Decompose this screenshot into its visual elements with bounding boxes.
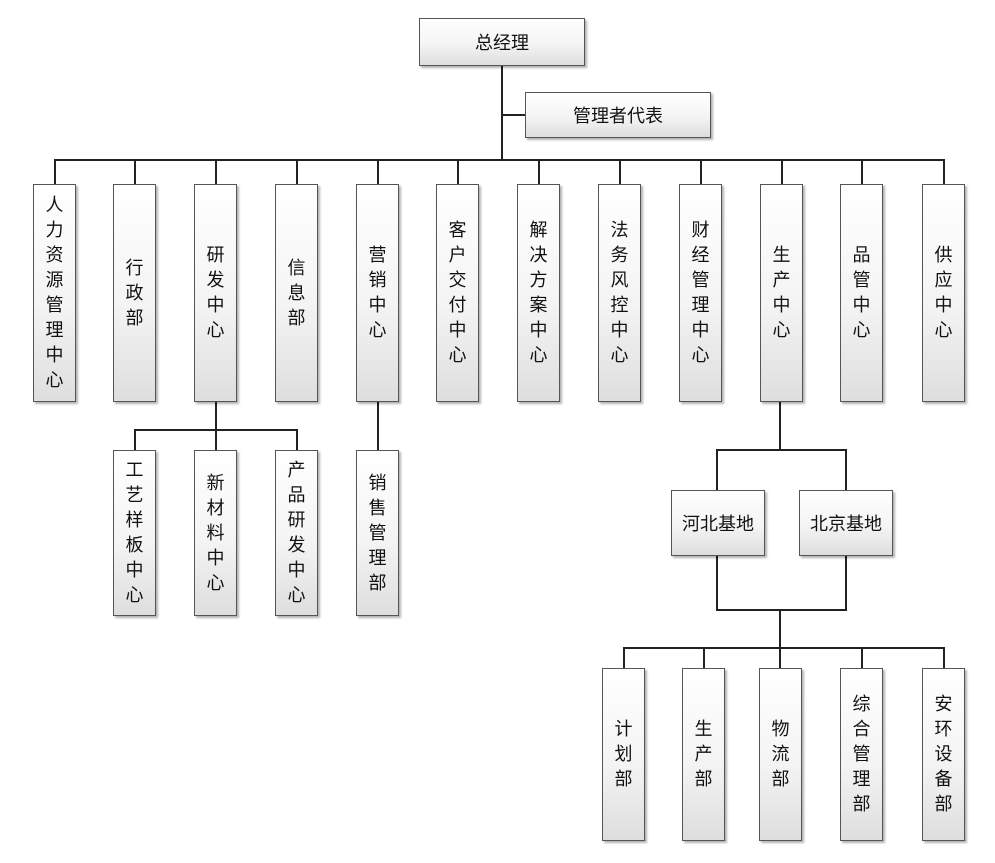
node-dept-marketing: 营销中心 <box>356 184 399 402</box>
node-unit-safety-env: 安环设备部 <box>922 668 965 841</box>
connector <box>296 160 298 184</box>
connector <box>781 160 783 184</box>
node-label: 生产部 <box>694 719 713 790</box>
connector <box>377 402 379 450</box>
connector <box>215 430 217 450</box>
connector <box>716 556 718 610</box>
connector <box>623 647 945 649</box>
connector <box>134 430 136 450</box>
node-label: 产品研发中心 <box>287 460 306 606</box>
node-dept-production: 生产中心 <box>760 184 803 402</box>
connector <box>54 160 56 184</box>
node-label: 解决方案中心 <box>529 220 548 366</box>
node-dept-hr: 人力资源管理中心 <box>33 184 76 402</box>
node-label: 财经管理中心 <box>691 220 710 366</box>
node-label: 综合管理部 <box>852 694 871 815</box>
node-unit-general-admin: 综合管理部 <box>840 668 883 841</box>
connector <box>716 449 847 451</box>
connector <box>779 610 781 648</box>
node-dept-delivery: 客户交付中心 <box>436 184 479 402</box>
connector <box>134 160 136 184</box>
connector <box>215 402 217 430</box>
node-label: 品管中心 <box>852 245 871 341</box>
connector <box>54 159 945 161</box>
node-label: 信息部 <box>287 257 306 329</box>
connector <box>501 66 503 160</box>
node-dept-rd: 研发中心 <box>194 184 237 402</box>
node-label: 营销中心 <box>368 245 387 341</box>
node-dept-quality: 品管中心 <box>840 184 883 402</box>
node-label: 行政部 <box>125 257 144 329</box>
node-rd-product: 产品研发中心 <box>275 450 318 616</box>
connector <box>215 160 217 184</box>
node-unit-logistics: 物流部 <box>759 668 802 841</box>
connector <box>779 402 781 450</box>
node-label: 供应中心 <box>934 245 953 341</box>
node-dept-legal: 法务风控中心 <box>598 184 641 402</box>
node-rd-materials: 新材料中心 <box>194 450 237 616</box>
node-ceo: 总经理 <box>419 18 585 66</box>
connector <box>377 160 379 184</box>
connector <box>845 450 847 490</box>
connector <box>779 648 781 668</box>
node-label: 人力资源管理中心 <box>45 195 64 391</box>
node-label: 研发中心 <box>206 245 225 341</box>
node-base-hebei: 河北基地 <box>671 490 765 556</box>
node-management-rep: 管理者代表 <box>525 92 711 138</box>
node-label: 物流部 <box>771 719 790 790</box>
connector <box>296 430 298 450</box>
connector <box>716 450 718 490</box>
connector <box>861 648 863 668</box>
node-label: 计划部 <box>614 719 633 790</box>
node-label: 工艺样板中心 <box>125 460 144 606</box>
node-dept-solutions: 解决方案中心 <box>517 184 560 402</box>
connector <box>503 114 525 116</box>
connector <box>861 160 863 184</box>
connector <box>845 556 847 610</box>
connector <box>716 609 847 611</box>
connector <box>538 160 540 184</box>
node-dept-it: 信息部 <box>275 184 318 402</box>
node-rd-process: 工艺样板中心 <box>113 450 156 616</box>
connector <box>943 648 945 668</box>
node-unit-planning: 计划部 <box>602 668 645 841</box>
node-label: 安环设备部 <box>934 694 953 815</box>
node-label: 客户交付中心 <box>448 220 467 366</box>
node-label: 新材料中心 <box>206 472 225 594</box>
node-unit-production: 生产部 <box>682 668 725 841</box>
connector <box>703 648 705 668</box>
node-base-beijing: 北京基地 <box>799 490 893 556</box>
node-sales-management: 销售管理部 <box>356 450 399 616</box>
connector <box>619 160 621 184</box>
node-label: 生产中心 <box>772 245 791 341</box>
node-label: 法务风控中心 <box>610 220 629 366</box>
connector <box>623 648 625 668</box>
node-dept-supply: 供应中心 <box>922 184 965 402</box>
node-dept-admin: 行政部 <box>113 184 156 402</box>
connector <box>943 160 945 184</box>
connector <box>700 160 702 184</box>
node-label: 销售管理部 <box>368 472 387 594</box>
connector <box>457 160 459 184</box>
node-dept-finance: 财经管理中心 <box>679 184 722 402</box>
